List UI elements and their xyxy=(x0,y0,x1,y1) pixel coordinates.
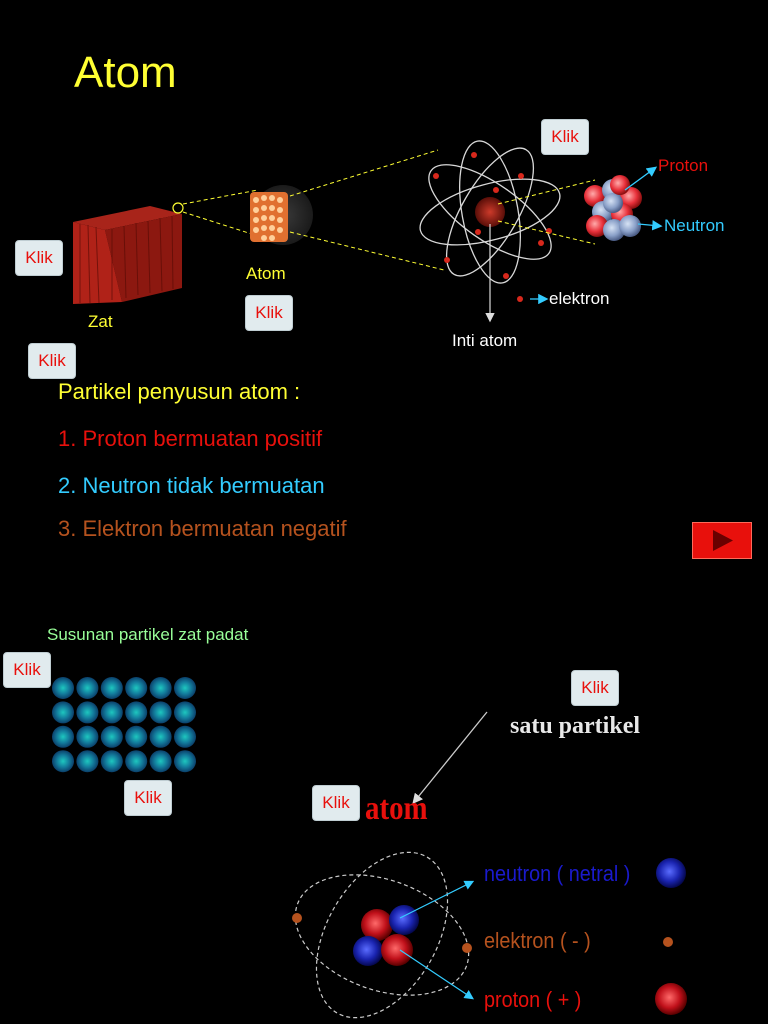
label-proton: Proton xyxy=(658,156,709,175)
klik-button-partikel[interactable]: Klik xyxy=(28,343,76,379)
lattice-particle xyxy=(125,750,148,773)
play-arrow-icon xyxy=(713,530,733,551)
next-button[interactable] xyxy=(692,522,752,559)
label-atom: Atom xyxy=(246,264,286,283)
atom-word-label: atom xyxy=(365,790,428,827)
lattice-particle xyxy=(100,725,123,748)
atom-model xyxy=(419,140,561,284)
elektron-legend-icon xyxy=(663,937,673,947)
legend-elektron: elektron ( - ) xyxy=(484,928,591,953)
page-title: Atom xyxy=(74,48,177,97)
atom-cluster xyxy=(250,185,313,245)
nucleus-closeup xyxy=(584,175,642,241)
klik-button-zat[interactable]: Klik xyxy=(15,240,63,276)
lattice-particle xyxy=(52,677,74,699)
klik-button-susunan[interactable]: Klik xyxy=(3,652,51,688)
lattice-particle xyxy=(149,750,172,773)
lattice-particle xyxy=(100,701,123,724)
label-inti-atom: Inti atom xyxy=(452,331,518,350)
lattice-particle xyxy=(52,701,74,724)
lattice-grid xyxy=(52,677,196,773)
lattice-particle xyxy=(76,677,99,699)
lower-atom-model xyxy=(294,851,470,1019)
label-neutron: Neutron xyxy=(664,216,725,235)
klik-button-atom[interactable]: Klik xyxy=(245,295,293,331)
lattice-particle xyxy=(174,677,196,699)
lattice-particle xyxy=(52,750,74,773)
satu-partikel-label: satu partikel xyxy=(510,713,641,739)
zat-block xyxy=(73,206,182,304)
lattice-particle xyxy=(174,725,196,748)
label-elektron: elektron xyxy=(549,289,610,308)
lattice-particle xyxy=(125,677,148,699)
legend-neutron: neutron ( netral ) xyxy=(484,861,631,886)
proton-legend-icon xyxy=(655,983,687,1015)
klik-button-atom-lower[interactable]: Klik xyxy=(312,785,360,821)
partikel-item-proton: 1. Proton bermuatan positif xyxy=(58,426,323,451)
partikel-heading: Partikel penyusun atom : xyxy=(58,379,301,404)
lattice-particle xyxy=(76,750,99,773)
legend-proton: proton ( + ) xyxy=(484,987,582,1012)
klik-button-atom-model[interactable]: Klik xyxy=(541,119,589,155)
partikel-item-elektron: 3. Elektron bermuatan negatif xyxy=(58,516,347,541)
lattice-particle xyxy=(174,701,196,724)
label-zat: Zat xyxy=(88,312,113,331)
partikel-item-neutron: 2. Neutron tidak bermuatan xyxy=(58,473,325,498)
klik-button-lattice[interactable]: Klik xyxy=(124,780,172,816)
lattice-particle xyxy=(149,677,172,699)
lattice-particle xyxy=(100,750,123,773)
lattice-particle xyxy=(52,725,74,748)
susunan-label: Susunan partikel zat padat xyxy=(47,625,249,644)
lattice-particle xyxy=(125,725,148,748)
lattice-particle xyxy=(100,677,123,699)
lattice-particle xyxy=(149,725,172,748)
lattice-particle xyxy=(125,701,148,724)
klik-button-satu-partikel[interactable]: Klik xyxy=(571,670,619,706)
lattice-particle xyxy=(174,750,196,773)
lattice-particle xyxy=(76,701,99,724)
lattice-particle xyxy=(149,701,172,724)
lattice-particle xyxy=(76,725,99,748)
neutron-legend-icon xyxy=(656,858,686,888)
